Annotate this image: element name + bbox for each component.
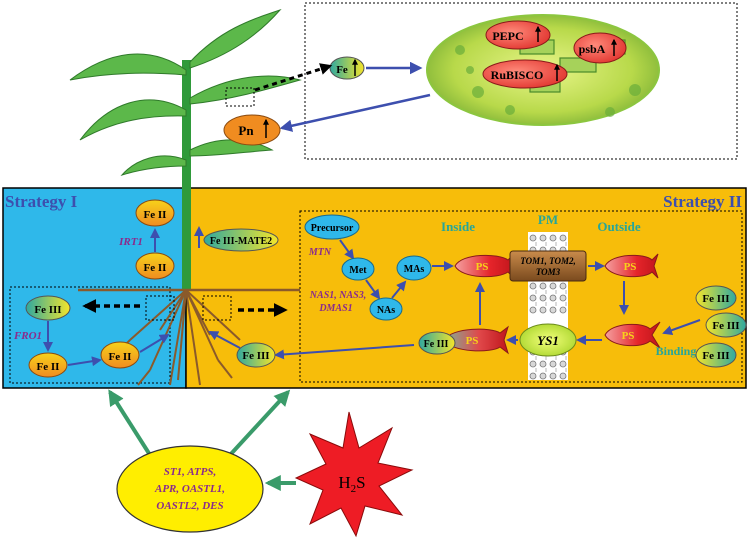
svg-text:MAs: MAs (404, 264, 425, 275)
fe2-node-top: Fe II (135, 199, 175, 227)
fro1-inset-box (9, 286, 171, 384)
svg-text:Fe II: Fe II (37, 361, 60, 373)
arrow-met-to-nas (365, 279, 381, 300)
svg-text:ST1, ATPS,: ST1, ATPS, (164, 466, 216, 478)
psba-node: psbA (573, 32, 627, 64)
svg-text:Precursor: Precursor (311, 223, 354, 234)
fe2-node-fro1: Fe II (28, 352, 68, 378)
svg-text:PS: PS (622, 330, 635, 342)
fe2-node-root: Fe II (100, 341, 140, 369)
svg-text:APR, OASTL1,: APR, OASTL1, (154, 483, 225, 495)
svg-text:YS1: YS1 (537, 333, 559, 348)
svg-text:Fe II: Fe II (144, 209, 167, 221)
arrow-fe3-binding (662, 319, 701, 335)
h2s-s: S (356, 473, 365, 492)
pm-label: PM (538, 212, 558, 227)
svg-text:Fe III: Fe III (702, 350, 729, 362)
svg-text:PS: PS (466, 335, 479, 347)
arrow-genes-to-strategy-1 (108, 389, 152, 457)
precursor-node: Precursor (304, 214, 360, 240)
fe3-mate2-node: Fe III-MATE2 (203, 228, 279, 252)
ps-outside-node: PS (604, 253, 659, 279)
fro1-label: FRO1 (13, 330, 42, 342)
root-focus-box-right (202, 295, 232, 321)
svg-text:NAs: NAs (377, 305, 395, 316)
strategy-2-inset-box (299, 210, 743, 383)
irt1-label: IRT1 (118, 236, 143, 248)
fe3-outside-node-3: Fe III (695, 342, 737, 368)
arrow-fe2-to-root (67, 356, 102, 367)
svg-text:Fe II: Fe II (109, 351, 132, 363)
svg-text:TOM1, TOM2,: TOM1, TOM2, (520, 256, 575, 266)
svg-text:PS: PS (476, 261, 489, 273)
mas-node: MAs (396, 255, 432, 281)
nas-node: NAs (369, 297, 403, 321)
sulfur-genes-node: ST1, ATPS, APR, OASTL1, OASTL2, DES (116, 445, 264, 533)
nas-genes-label-2: DMAS1 (318, 303, 352, 314)
h2s-h: H (338, 473, 350, 492)
svg-text:Fe III: Fe III (34, 304, 61, 316)
svg-text:Fe III: Fe III (242, 350, 269, 362)
arrow-complex-to-fe3 (274, 344, 415, 360)
mtn-label: MTN (308, 247, 332, 258)
svg-text:OASTL2, DES: OASTL2, DES (156, 500, 223, 512)
ps-binding-node: PS (604, 321, 661, 349)
binding-label: Binding (656, 344, 697, 358)
arrow-genes-to-strategy-2 (228, 389, 291, 457)
fe3-ps-complex-node: Fe III PS (418, 325, 509, 355)
fe3-outside-node-1: Fe III (695, 285, 737, 311)
arrow-precursor-to-met (339, 239, 355, 260)
leaf-fe-node: Fe (329, 56, 365, 80)
met-node: Met (341, 257, 375, 281)
svg-text:TOM3: TOM3 (536, 267, 561, 277)
svg-text:PS: PS (624, 261, 637, 273)
svg-text:Met: Met (349, 265, 367, 276)
leaf-focus-box (225, 87, 255, 107)
svg-text:RuBISCO: RuBISCO (491, 68, 544, 82)
svg-text:Fe III-MATE2: Fe III-MATE2 (210, 236, 272, 247)
svg-text:Fe III: Fe III (712, 320, 739, 332)
tom-transporter: TOM1, TOM2, TOM3 (509, 250, 587, 282)
inside-label: Inside (441, 219, 475, 234)
svg-text:Fe II: Fe II (144, 262, 167, 274)
nas-genes-label-1: NAS1, NAS3, (309, 290, 366, 301)
pn-node: Pn (223, 114, 281, 146)
svg-text:H2S: H2S (338, 473, 365, 495)
rubisco-node: RuBISCO (482, 59, 568, 89)
arrow-leaf-to-fe (254, 63, 333, 92)
arrow-root-uptake-1 (139, 333, 170, 353)
h2s-burst: H2S (294, 411, 414, 538)
fe3-root-node: Fe III (236, 342, 276, 368)
pepc-node: PEPC (485, 20, 551, 50)
fe3-outside-node-2: Fe III (705, 312, 747, 338)
h2s-subscript: 2 (351, 483, 357, 495)
svg-text:PEPC: PEPC (492, 29, 523, 43)
strategy-1-title: Strategy I (5, 192, 78, 211)
svg-text:Pn: Pn (238, 123, 254, 138)
arrow-root-uptake-2 (208, 331, 241, 349)
svg-text:Fe III: Fe III (702, 293, 729, 305)
svg-text:Fe III: Fe III (424, 339, 449, 350)
strategy-2-title: Strategy II (663, 192, 742, 211)
fe3-node-fro1: Fe III (25, 295, 71, 321)
svg-text:Fe: Fe (336, 64, 348, 76)
outside-label: Outside (597, 219, 641, 234)
arrow-chloroplast-to-pn (279, 93, 431, 132)
arrow-nas-to-mas (391, 280, 407, 299)
root-focus-box-left (145, 295, 175, 321)
ys1-transporter: YS1 (519, 323, 577, 357)
svg-text:psbA: psbA (579, 42, 606, 56)
fe2-node-mid: Fe II (135, 252, 175, 280)
